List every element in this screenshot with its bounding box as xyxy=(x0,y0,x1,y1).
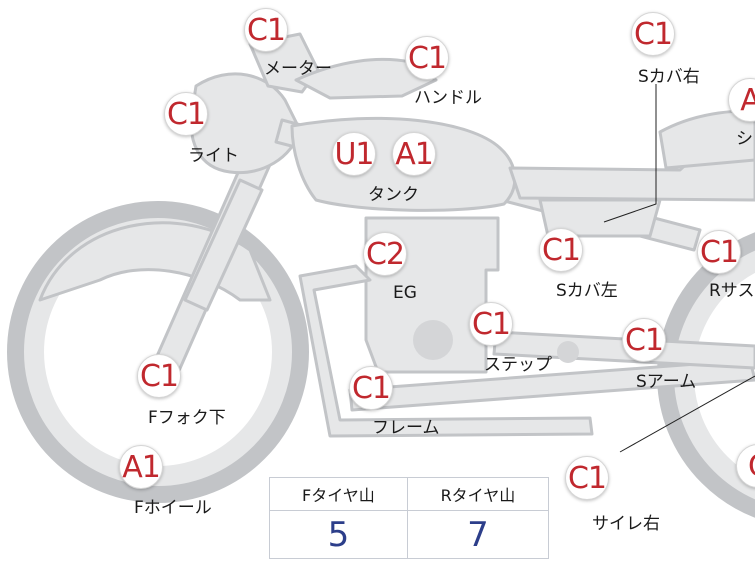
swing-arm-label: Sアーム xyxy=(636,372,697,392)
frame-label: フレーム xyxy=(372,418,440,438)
meter-badge[interactable]: C1 xyxy=(244,8,288,52)
meter-label: メーター xyxy=(264,59,332,79)
frame-loop-shape xyxy=(298,264,594,438)
r-suspension-label: Rサス xyxy=(709,281,755,301)
s-cover-left-label: Sカバ左 xyxy=(556,281,618,301)
swing-arm-badge[interactable]: C1 xyxy=(622,318,666,362)
f-wheel-label: Fホイール xyxy=(134,498,212,518)
seat-label: シ xyxy=(736,129,753,149)
tank-label: タンク xyxy=(368,185,419,205)
leader-line-s-cover-right xyxy=(603,84,657,223)
r-suspension-badge[interactable]: C1 xyxy=(697,230,741,274)
step-badge[interactable]: C1 xyxy=(469,302,513,346)
front-tread-header: Fタイヤ山 xyxy=(269,477,408,511)
rear-tread-header: Rタイヤ山 xyxy=(406,477,550,511)
headlight-shape xyxy=(189,72,302,175)
s-cover-left-badge[interactable]: C1 xyxy=(539,228,583,272)
f-fork-lower-badge[interactable]: C1 xyxy=(137,354,181,398)
step-label: ステップ xyxy=(484,355,552,375)
leader-line-silencer-right xyxy=(619,375,755,453)
tank-badge-a1[interactable]: A1 xyxy=(392,132,436,176)
light-badge[interactable]: C1 xyxy=(164,92,208,136)
f-fork-lower-label: Fフォク下 xyxy=(148,408,226,428)
s-cover-right-badge[interactable]: C1 xyxy=(631,12,675,56)
handle-label: ハンドル xyxy=(414,88,482,108)
tire-tread-table: Fタイヤ山 Rタイヤ山 5 7 xyxy=(269,477,550,559)
engine-cover-shape xyxy=(413,320,453,360)
engine-badge[interactable]: C2 xyxy=(363,232,407,276)
handle-badge[interactable]: C1 xyxy=(405,36,449,80)
silencer-right-label: サイレ右 xyxy=(592,514,660,534)
side-cover-shape xyxy=(538,198,662,238)
tank-badge-u1[interactable]: U1 xyxy=(332,132,376,176)
frame-badge[interactable]: C1 xyxy=(349,366,393,410)
light-label: ライト xyxy=(188,146,239,166)
s-cover-right-label: Sカバ右 xyxy=(638,67,700,87)
front-tread-value: 5 xyxy=(269,510,408,559)
handlebar-shape xyxy=(294,57,438,100)
footpeg-shape xyxy=(557,341,579,363)
engine-label: EG xyxy=(393,283,417,303)
front-wheel-shape xyxy=(7,201,309,503)
silencer-right-badge[interactable]: C1 xyxy=(565,456,609,500)
f-wheel-badge[interactable]: A1 xyxy=(119,445,163,489)
rear-tread-value: 7 xyxy=(406,510,550,559)
